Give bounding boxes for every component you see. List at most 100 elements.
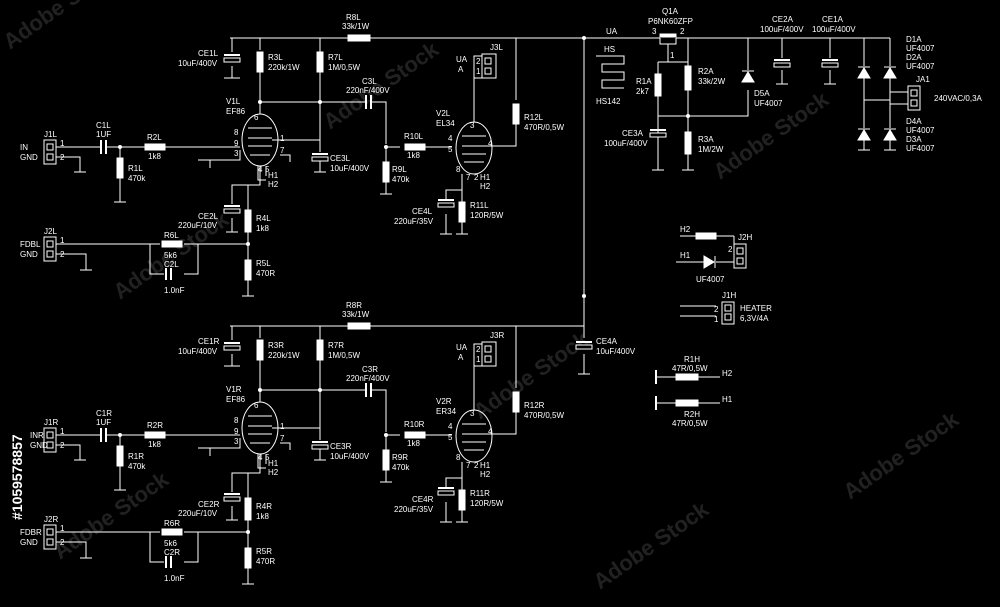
svg-text:HS142: HS142 xyxy=(596,97,621,106)
svg-text:220uF/10V: 220uF/10V xyxy=(178,221,218,230)
svg-text:CE3R: CE3R xyxy=(330,442,352,451)
svg-text:D4A: D4A xyxy=(906,117,922,126)
svg-text:CE4R: CE4R xyxy=(412,495,434,504)
svg-text:1k8: 1k8 xyxy=(256,224,269,233)
svg-text:R7R: R7R xyxy=(328,341,344,350)
svg-text:2: 2 xyxy=(680,27,685,36)
svg-text:J2L: J2L xyxy=(44,227,57,236)
svg-text:R1R: R1R xyxy=(128,452,144,461)
svg-text:3: 3 xyxy=(470,121,475,130)
svg-text:220uF/10V: 220uF/10V xyxy=(178,509,218,518)
svg-text:H1: H1 xyxy=(722,395,733,404)
svg-text:V1L: V1L xyxy=(226,97,241,106)
svg-text:220uF/35V: 220uF/35V xyxy=(394,505,434,514)
svg-text:3: 3 xyxy=(470,409,475,418)
svg-text:1M/0,5W: 1M/0,5W xyxy=(328,63,360,72)
svg-text:10uF/400V: 10uF/400V xyxy=(596,347,636,356)
svg-text:1M/0,5W: 1M/0,5W xyxy=(328,351,360,360)
svg-text:Q1A: Q1A xyxy=(662,7,679,16)
svg-text:R11L: R11L xyxy=(470,201,489,210)
svg-text:3: 3 xyxy=(234,437,239,446)
svg-text:R4R: R4R xyxy=(256,502,272,511)
svg-text:R3R: R3R xyxy=(268,341,284,350)
svg-text:C1L: C1L xyxy=(96,121,111,130)
svg-text:H2: H2 xyxy=(268,468,279,477)
svg-text:R12L: R12L xyxy=(524,113,544,122)
svg-text:3: 3 xyxy=(234,149,239,158)
svg-text:1k8: 1k8 xyxy=(407,151,420,160)
svg-text:1: 1 xyxy=(60,524,65,533)
svg-text:D5A: D5A xyxy=(754,89,770,98)
svg-text:V2R: V2R xyxy=(436,397,452,406)
svg-text:J3R: J3R xyxy=(490,331,504,340)
svg-text:J2H: J2H xyxy=(738,233,752,242)
svg-text:R9L: R9L xyxy=(392,165,407,174)
svg-text:5: 5 xyxy=(448,433,453,442)
svg-text:470k: 470k xyxy=(392,463,410,472)
svg-text:5: 5 xyxy=(265,165,270,174)
svg-text:220nF/400V: 220nF/400V xyxy=(346,374,390,383)
svg-text:CE4L: CE4L xyxy=(412,207,433,216)
svg-text:J3L: J3L xyxy=(490,43,503,52)
svg-text:UA: UA xyxy=(456,343,468,352)
svg-text:J1H: J1H xyxy=(722,291,736,300)
svg-text:D1A: D1A xyxy=(906,35,922,44)
svg-text:10uF/400V: 10uF/400V xyxy=(178,347,218,356)
svg-text:R3A: R3A xyxy=(698,135,714,144)
svg-text:470R/0,5W: 470R/0,5W xyxy=(524,411,564,420)
svg-text:A: A xyxy=(458,65,464,74)
svg-text:8: 8 xyxy=(234,416,239,425)
svg-text:R7L: R7L xyxy=(328,53,343,62)
svg-text:R2L: R2L xyxy=(147,133,162,142)
svg-text:220uF/35V: 220uF/35V xyxy=(394,217,434,226)
svg-text:470k: 470k xyxy=(128,462,146,471)
svg-text:J1L: J1L xyxy=(44,130,57,139)
watermark-text: Adobe Stock xyxy=(49,466,174,564)
svg-text:CE4A: CE4A xyxy=(596,337,618,346)
svg-text:4: 4 xyxy=(448,134,453,143)
svg-text:470R/0,5W: 470R/0,5W xyxy=(524,123,564,132)
svg-text:C3L: C3L xyxy=(362,77,377,86)
svg-text:UF4007: UF4007 xyxy=(906,126,935,135)
svg-text:GND: GND xyxy=(30,441,48,450)
svg-text:2: 2 xyxy=(714,305,719,314)
svg-text:D2A: D2A xyxy=(906,53,922,62)
svg-text:EL34: EL34 xyxy=(436,119,455,128)
svg-text:1k8: 1k8 xyxy=(148,152,161,161)
svg-text:R2R: R2R xyxy=(147,421,163,430)
svg-text:H2: H2 xyxy=(480,182,491,191)
svg-text:R10L: R10L xyxy=(404,132,424,141)
svg-text:7: 7 xyxy=(280,434,285,443)
svg-text:V2L: V2L xyxy=(436,109,451,118)
svg-text:H2: H2 xyxy=(480,470,491,479)
svg-text:1UF: 1UF xyxy=(96,130,111,139)
svg-text:R5R: R5R xyxy=(256,547,272,556)
svg-text:R6R: R6R xyxy=(164,519,180,528)
svg-text:CE2L: CE2L xyxy=(198,212,219,221)
svg-text:9: 9 xyxy=(234,139,239,148)
svg-text:UF4007: UF4007 xyxy=(906,62,935,71)
svg-text:10uF/400V: 10uF/400V xyxy=(330,452,370,461)
svg-text:3: 3 xyxy=(652,27,657,36)
svg-text:8: 8 xyxy=(234,128,239,137)
svg-text:CE3A: CE3A xyxy=(622,129,644,138)
svg-text:9: 9 xyxy=(234,427,239,436)
svg-text:EF86: EF86 xyxy=(226,395,246,404)
svg-text:CE1L: CE1L xyxy=(198,49,219,58)
svg-text:1: 1 xyxy=(714,315,719,324)
svg-text:220nF/400V: 220nF/400V xyxy=(346,86,390,95)
svg-text:6,3V/4A: 6,3V/4A xyxy=(740,314,769,323)
svg-text:P6NK60ZFP: P6NK60ZFP xyxy=(648,17,693,26)
svg-text:R8R: R8R xyxy=(346,301,362,310)
svg-text:8: 8 xyxy=(456,165,461,174)
svg-text:UF4007: UF4007 xyxy=(906,144,935,153)
svg-text:H1: H1 xyxy=(268,459,279,468)
svg-text:UF4007: UF4007 xyxy=(754,99,783,108)
svg-text:2: 2 xyxy=(474,461,479,470)
svg-text:GND: GND xyxy=(20,153,38,162)
svg-text:470R: 470R xyxy=(256,269,275,278)
svg-text:4: 4 xyxy=(448,422,453,431)
svg-text:EF86: EF86 xyxy=(226,107,246,116)
